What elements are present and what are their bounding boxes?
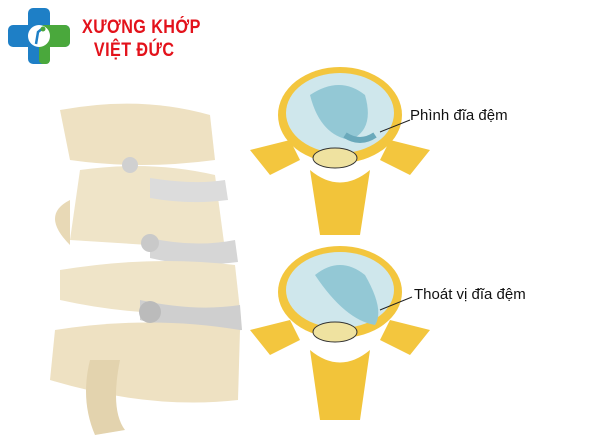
vertebra-bulging-disc <box>250 67 430 235</box>
logo-line-2: VIỆT ĐỨC <box>93 40 175 61</box>
label-bulging-disc: Phình đĩa đệm <box>410 107 508 124</box>
vertebra-herniated-disc <box>250 246 430 420</box>
medical-cross-icon <box>8 8 70 64</box>
logo-line-1: XƯƠNG KHỚP <box>82 17 201 38</box>
lumbar-spine-side-view <box>50 103 242 435</box>
label-herniated-disc: Thoát vị đĩa đệm <box>414 286 526 303</box>
brand-logo: XƯƠNG KHỚP VIỆT ĐỨC <box>6 6 206 66</box>
